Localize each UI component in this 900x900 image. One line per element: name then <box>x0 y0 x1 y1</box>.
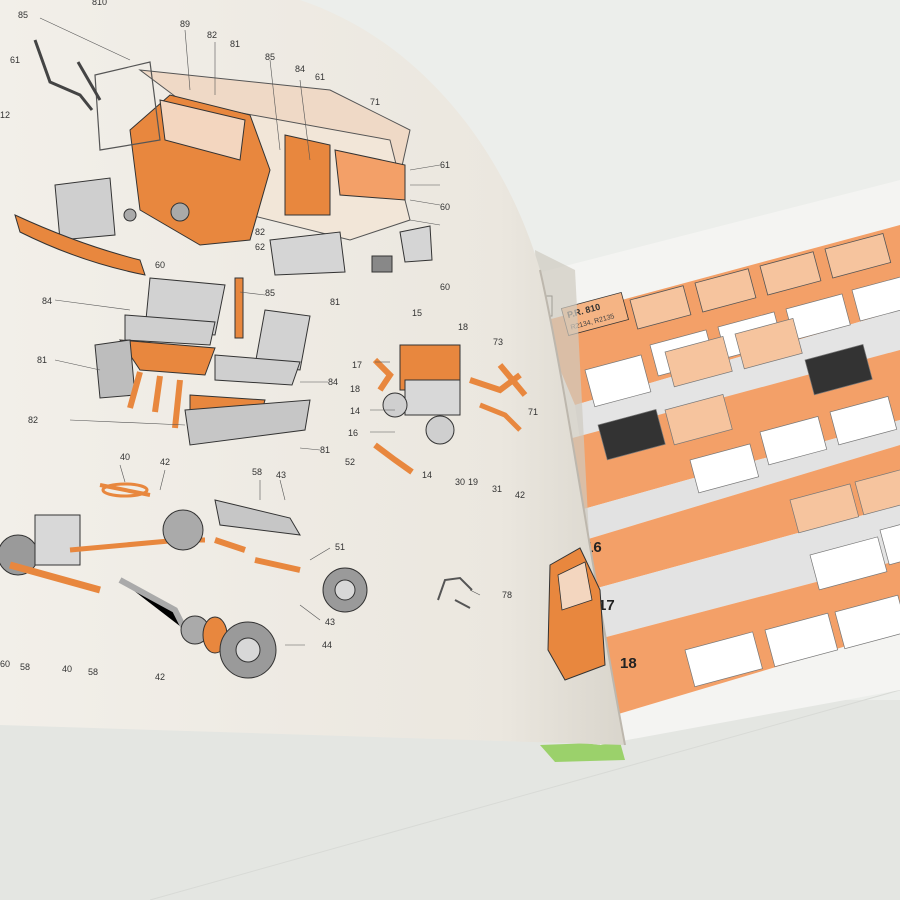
callout-number: 61 <box>315 72 325 82</box>
callout-number: 51 <box>335 542 345 552</box>
callout-number: 60 <box>0 659 10 669</box>
callout-number: 71 <box>370 97 380 107</box>
callout-number: 71 <box>528 407 538 417</box>
callout-number: 58 <box>20 662 30 672</box>
callout-number: 52 <box>345 457 355 467</box>
callout-number: 78 <box>502 590 512 600</box>
callout-number: 14 <box>422 470 432 480</box>
callout-number: 31 <box>492 484 502 494</box>
callout-number: 60 <box>440 282 450 292</box>
callout-number: 58 <box>88 667 98 677</box>
callout-number: 81 <box>37 355 47 365</box>
row-number: 17 <box>598 597 615 614</box>
callout-number: 42 <box>160 457 170 467</box>
callout-number: 60 <box>440 202 450 212</box>
callout-number: 16 <box>348 428 358 438</box>
callout-number: 58 <box>252 467 262 477</box>
callout-number: 61 <box>10 55 20 65</box>
callout-number: 81 <box>230 39 240 49</box>
callout-number: 85 <box>265 52 275 62</box>
callout-number: 12 <box>0 110 10 120</box>
callout-number: 60 <box>155 260 165 270</box>
callout-number: 40 <box>62 664 72 674</box>
callout-number: 44 <box>322 640 332 650</box>
callout-number: 85 <box>18 10 28 20</box>
callout-number: 82 <box>207 30 217 40</box>
callout-number: 18 <box>458 322 468 332</box>
callout-number: 18 <box>350 384 360 394</box>
callout-number: 30 <box>455 477 465 487</box>
engine-illustration <box>372 344 528 475</box>
row-number: 18 <box>620 655 637 672</box>
callout-number: 14 <box>350 406 360 416</box>
callout-number: 40 <box>120 452 130 462</box>
callout-number: 84 <box>328 377 338 387</box>
callout-number: 62 <box>255 242 265 252</box>
callout-number: 84 <box>42 296 52 306</box>
callout-number: 43 <box>325 617 335 627</box>
seats-illustration <box>94 277 311 446</box>
callout-number: 61 <box>440 160 450 170</box>
callout-number: 81 <box>330 297 340 307</box>
callout-number: 81 <box>320 445 330 455</box>
callout-number: 43 <box>276 470 286 480</box>
page-header: 810 <box>92 0 107 7</box>
callout-number: 15 <box>412 308 422 318</box>
callout-number: 42 <box>515 490 525 500</box>
callout-number: 82 <box>255 227 265 237</box>
chassis-illustration <box>0 482 473 679</box>
callout-number: 85 <box>265 288 275 298</box>
callout-number: 82 <box>28 415 38 425</box>
right-page: 01 P.R. 810 R2134, R2135 <box>530 180 900 745</box>
callout-number: 19 <box>468 477 478 487</box>
left-page: 810 <box>0 0 626 746</box>
callout-number: 17 <box>352 360 362 370</box>
callout-number: 84 <box>295 64 305 74</box>
callout-number: 89 <box>180 19 190 29</box>
callout-number: 73 <box>493 337 503 347</box>
van-front-illustration <box>547 547 606 681</box>
van-body-illustration <box>14 39 433 276</box>
callout-number: 42 <box>155 672 165 682</box>
